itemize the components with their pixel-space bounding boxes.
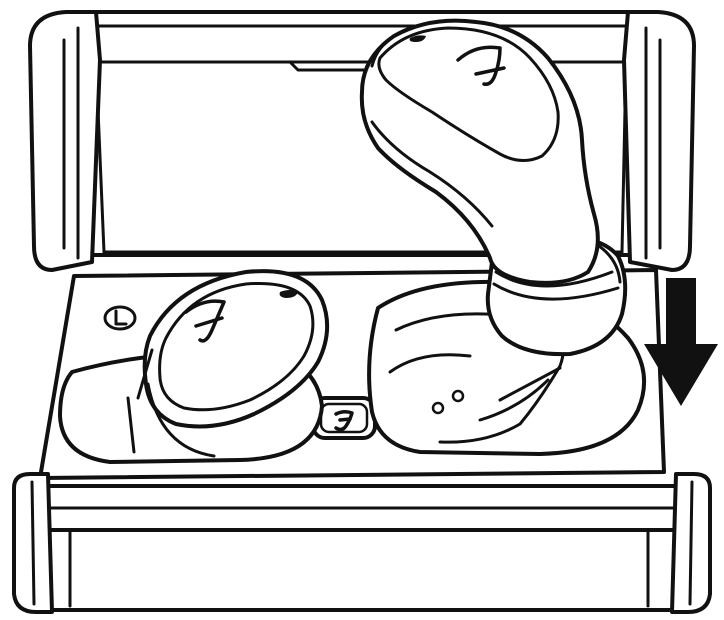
left-earbud-seated <box>136 269 330 458</box>
body-corner-guard-left <box>12 472 54 614</box>
lid-corner-guard-left <box>28 10 102 272</box>
lid-corner-guard-right <box>622 10 696 272</box>
body-corner-guard-right <box>670 472 712 614</box>
l-side-marker-icon <box>103 305 137 331</box>
down-arrow-icon <box>644 278 718 406</box>
right-earbud-inserting <box>359 18 628 357</box>
